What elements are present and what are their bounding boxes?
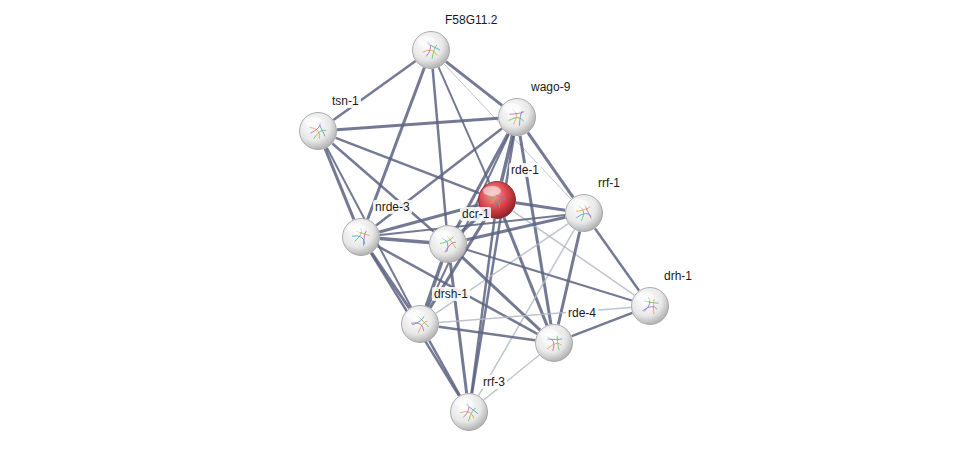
node-sphere xyxy=(535,324,573,362)
interaction-edge xyxy=(380,239,429,243)
protein-node: rrf-1 xyxy=(565,194,603,232)
interaction-edge xyxy=(439,307,631,322)
protein-node: nrde-3 xyxy=(342,218,380,256)
protein-node: rrf-3 xyxy=(450,393,488,431)
interaction-edge xyxy=(333,61,415,120)
interaction-edge xyxy=(368,68,425,219)
interaction-edge xyxy=(595,228,639,290)
node-sphere xyxy=(498,98,536,136)
node-label: F58G11.2 xyxy=(443,13,499,27)
node-sphere xyxy=(342,218,380,256)
protein-node: tsn-1 xyxy=(299,112,337,150)
interaction-edge xyxy=(466,250,632,301)
node-label: drh-1 xyxy=(662,269,694,283)
node-label: rrf-1 xyxy=(596,176,622,190)
protein-node: F58G11.2 xyxy=(412,31,450,69)
interaction-edge xyxy=(371,253,459,396)
interaction-edge xyxy=(446,62,502,106)
node-sphere xyxy=(412,31,450,69)
protein-node: drsh-1 xyxy=(401,305,439,343)
protein-node: rde-4 xyxy=(535,324,573,362)
interaction-edge xyxy=(433,69,447,225)
protein-node: dcr-1 xyxy=(429,225,467,263)
node-sphere xyxy=(565,194,603,232)
node-label: wago-9 xyxy=(529,80,572,94)
interaction-edge xyxy=(439,327,535,341)
interaction-edge xyxy=(337,118,498,129)
node-label: rrf-3 xyxy=(481,375,507,389)
node-label: dcr-1 xyxy=(460,207,491,221)
node-sphere xyxy=(631,287,669,325)
interaction-edge xyxy=(516,203,565,210)
protein-node: wago-9 xyxy=(498,98,536,136)
node-sphere xyxy=(401,305,439,343)
node-sphere xyxy=(299,112,337,150)
interaction-edge xyxy=(471,219,494,393)
node-sphere xyxy=(429,225,467,263)
node-label: rde-4 xyxy=(566,306,598,320)
interaction-edge xyxy=(429,341,460,396)
node-label: rde-1 xyxy=(509,163,541,177)
protein-node: drh-1 xyxy=(631,287,669,325)
interaction-edge xyxy=(430,216,487,308)
node-label: tsn-1 xyxy=(330,94,361,108)
node-sphere xyxy=(450,393,488,431)
node-label: nrde-3 xyxy=(373,200,412,214)
node-label: drsh-1 xyxy=(432,287,470,301)
